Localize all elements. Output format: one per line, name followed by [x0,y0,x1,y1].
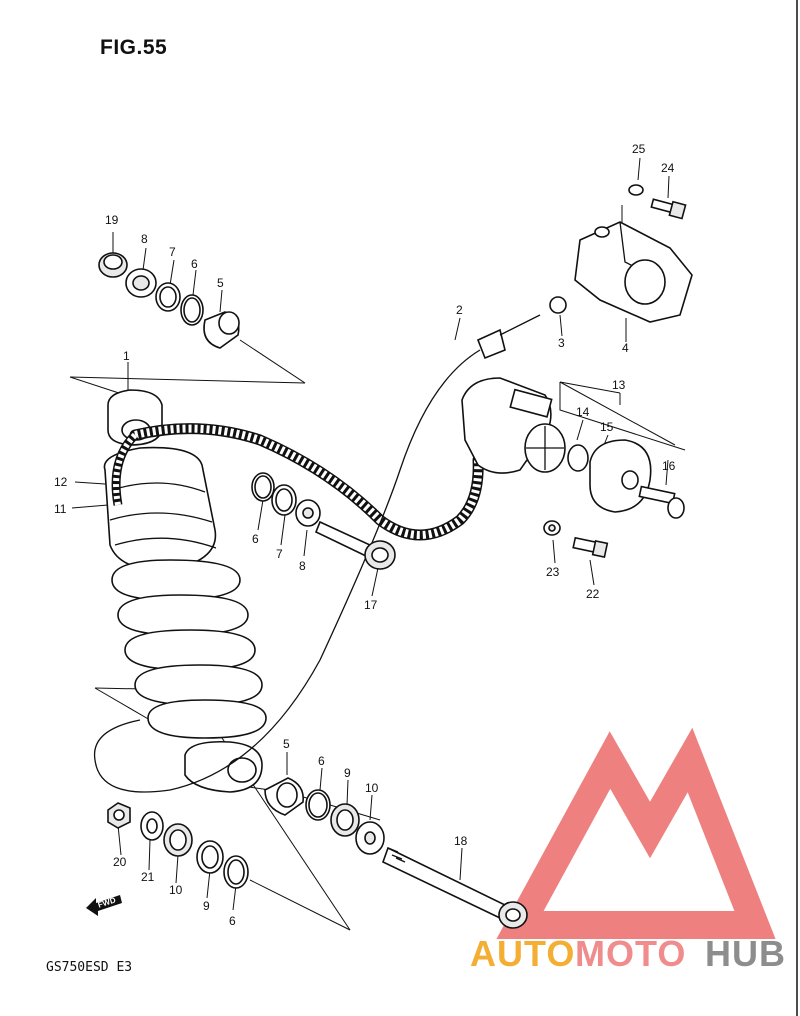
callout-11: 11 [54,502,67,516]
callout-10: 10 [365,781,379,795]
callout-5: 5 [283,737,290,751]
model-code: GS750ESD E3 [46,960,133,975]
callout-4: 4 [622,341,629,355]
callout-5: 5 [217,276,224,290]
figure-title: FIG.55 [100,36,168,59]
callout-6: 6 [191,257,198,271]
damper-hose [93,349,484,793]
washer-25 [628,184,644,196]
adjuster-knob-15 [589,439,652,513]
callout-8: 8 [299,559,306,573]
callout-9: 9 [203,899,210,913]
callout-18: 18 [454,834,468,848]
callout-3: 3 [558,336,565,350]
callout-1: 1 [123,349,130,363]
callout-16: 16 [662,459,676,473]
callout-9: 9 [344,766,351,780]
callout-22: 22 [586,587,600,601]
callout-23: 23 [546,565,560,579]
washer-bolt-22-23 [543,520,609,559]
rear-shock-absorber [103,389,267,793]
callout-10: 10 [169,883,183,897]
callout-20: 20 [113,855,127,869]
watermark-logo [496,727,776,939]
mid-mount-parts [251,472,396,570]
callout-25: 25 [632,142,646,156]
callout-8: 8 [141,232,148,246]
callout-14: 14 [576,405,590,419]
callout-7: 7 [169,245,176,259]
damper-adjuster [461,377,685,519]
callout-7: 7 [276,547,283,561]
nut-3 [549,296,567,314]
remote-reservoir-bracket [549,184,693,323]
watermark-text: AUTO MOTO HUB [470,933,786,974]
callout-6: 6 [252,532,259,546]
callout-2: 2 [456,303,463,317]
callout-6: 6 [318,754,325,768]
callout-6: 6 [229,914,236,928]
callout-17: 17 [364,598,378,612]
bottom-left-parts [107,802,249,889]
callout-15: 15 [600,420,614,434]
callout-12: 12 [54,475,68,489]
callout-21: 21 [141,870,155,884]
callout-13: 13 [612,378,626,392]
watermark-moto: MOTO [575,933,686,974]
fwd-arrow: FWD [86,895,122,916]
watermark-hub: HUB [705,933,786,974]
callout-19: 19 [105,213,119,227]
lower-mount-parts [264,777,528,929]
upper-mount-parts [98,252,240,349]
watermark-auto: AUTO [470,933,575,974]
callout-numbers: 1 2 3 4 5 6 7 8 19 12 11 6 7 8 17 13 14 … [54,142,676,928]
callout-24: 24 [661,161,675,175]
adjuster-cable [476,314,541,360]
